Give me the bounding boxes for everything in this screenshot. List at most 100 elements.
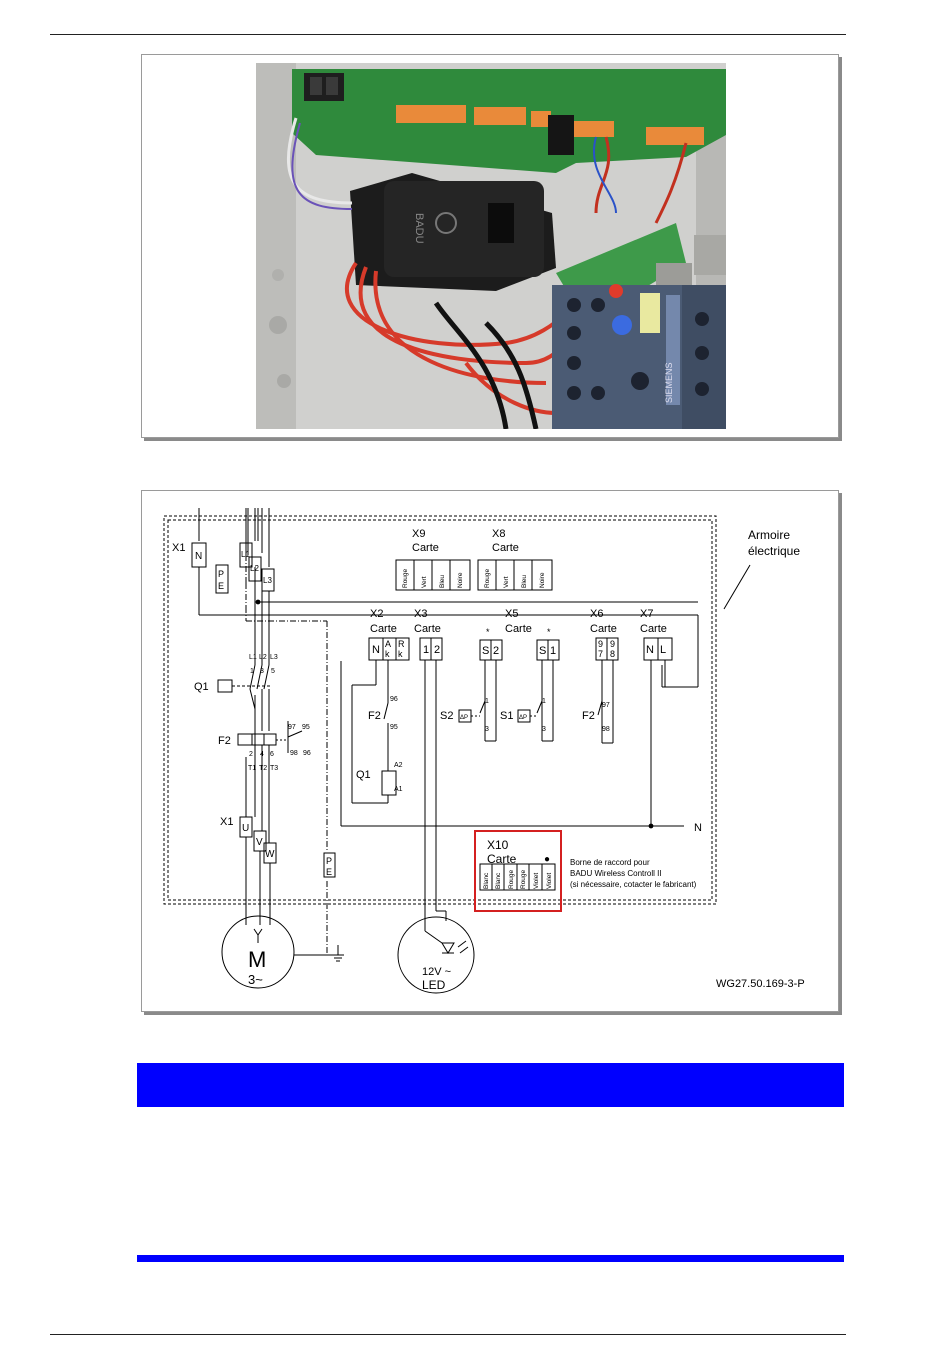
led-voltage: 12V ~ <box>422 966 451 978</box>
control-board-photo: BADU SIEMENS <box>256 63 726 429</box>
footer-rule <box>50 1334 846 1335</box>
f2-label-x2: F2 <box>368 710 381 722</box>
x6-term-9b: 9 <box>610 639 615 649</box>
l2-terminal: L2 <box>250 564 259 573</box>
x1-label-top: X1 <box>172 542 185 554</box>
cabinet-label-line1: Armoire <box>748 528 790 542</box>
neutral-label: N <box>694 822 702 834</box>
q1-pin-l1: L1 <box>249 654 257 661</box>
x8-wire-2: Vert <box>503 576 510 588</box>
s2-label: S2 <box>440 710 453 722</box>
contactor-brand-label: SIEMENS <box>664 362 674 403</box>
x8-wire-1: Rouge <box>484 568 491 588</box>
x5-star-2: * <box>547 627 551 637</box>
x6-name: X6 <box>590 608 603 620</box>
x5-card: Carte <box>505 623 532 635</box>
x10-wire-4: Rouge <box>520 869 527 889</box>
x5-term-s-b: S <box>539 645 546 657</box>
x7-term-n: N <box>646 644 654 656</box>
q1-coil-a2: A2 <box>394 762 403 769</box>
x5-term-2: 2 <box>493 645 499 657</box>
x10-wire-1: Blanc <box>483 872 490 889</box>
pe-terminal-p: P <box>218 569 224 579</box>
photo-frame: BADU SIEMENS <box>141 54 839 438</box>
x10-card: Carte <box>487 852 517 866</box>
section-divider-bar <box>137 1255 844 1262</box>
x1-label-motor: X1 <box>220 816 233 828</box>
x10-wire-6: Violet <box>546 873 553 889</box>
cabinet-label-line2: électrique <box>748 544 800 558</box>
x10-note-line1: Borne de raccord pour <box>570 858 650 867</box>
header-rule <box>50 34 846 35</box>
s2-pin-3: 3 <box>485 726 489 733</box>
pe-terminal-right-p: P <box>326 856 332 866</box>
x2-term-n: N <box>372 644 380 656</box>
x10-wire-5: Violet <box>533 873 540 889</box>
terminal-v: V <box>256 837 263 848</box>
q1-label-coil: Q1 <box>356 769 371 781</box>
x10-highlight-box <box>474 830 562 912</box>
x8-name: X8 <box>492 528 505 540</box>
x3-term-2: 2 <box>434 644 440 656</box>
terminal-u: U <box>242 823 249 834</box>
x9-name: X9 <box>412 528 425 540</box>
pe-terminal-e: E <box>218 581 224 591</box>
s1-pin-3: 3 <box>542 726 546 733</box>
x10-note-line3: (si nécessaire, cotacter le fabricant) <box>570 880 697 889</box>
x3-name: X3 <box>414 608 427 620</box>
x6-term-7: 7 <box>598 649 603 659</box>
x3-term-1: 1 <box>423 644 429 656</box>
f2-aux-95: 95 <box>302 724 310 731</box>
section-banner <box>137 1063 844 1107</box>
x3-card: Carte <box>414 623 441 635</box>
x2-name: X2 <box>370 608 383 620</box>
x6-contact-98: 98 <box>602 726 610 733</box>
f2-pin-t2: T2 <box>259 765 267 772</box>
s1-label: S1 <box>500 710 513 722</box>
x8-card: Carte <box>492 542 519 554</box>
x5-term-s-a: S <box>482 645 489 657</box>
s2-pin-1: 1 <box>485 698 489 705</box>
s2-dp: ΔP <box>460 715 468 721</box>
x6-card: Carte <box>590 623 617 635</box>
terminal-w: W <box>265 849 275 860</box>
l1-terminal: L1 <box>241 550 250 559</box>
f2-pin-t3: T3 <box>270 765 278 772</box>
x9-wire-2: Vert <box>421 576 428 588</box>
drawing-reference: WG27.50.169-3-P <box>716 978 805 990</box>
wiring-diagram: X9 Carte X8 Carte Armoire électrique X1 … <box>163 508 805 994</box>
f2-pin-2: 2 <box>249 751 253 758</box>
s1-pin-1: 1 <box>542 698 546 705</box>
l3-terminal: L3 <box>263 576 272 585</box>
x9-wire-4: Noire <box>457 572 464 588</box>
q1-pin-l2: L2 <box>259 654 267 661</box>
x9-wire-1: Rouge <box>402 568 409 588</box>
f2-aux-96: 96 <box>303 750 311 757</box>
n-terminal: N <box>195 551 202 562</box>
f2-pin-4: 4 <box>260 751 264 758</box>
f2-contact-96: 96 <box>390 696 398 703</box>
q1-pin-l3: L3 <box>270 654 278 661</box>
f2-pin-t1: T1 <box>248 765 256 772</box>
x6-term-9a: 9 <box>598 639 603 649</box>
x10-wire-3: Rouge <box>508 869 515 889</box>
x6-term-8: 8 <box>610 649 615 659</box>
x2-term-a: A <box>385 639 391 649</box>
wiring-diagram-frame: X9 Carte X8 Carte Armoire électrique X1 … <box>141 490 839 1012</box>
pe-terminal-right-e: E <box>326 867 332 877</box>
x6-contact-97: 97 <box>602 702 610 709</box>
f2-aux-97: 97 <box>288 724 296 731</box>
x2-term-k2: k <box>398 649 403 659</box>
x7-name: X7 <box>640 608 653 620</box>
motor-letter: M <box>248 947 266 972</box>
module-brand-label: BADU <box>413 213 425 244</box>
x7-term-l: L <box>660 644 666 656</box>
f2-label-main: F2 <box>218 735 231 747</box>
x2-card: Carte <box>370 623 397 635</box>
x5-star-1: * <box>486 627 490 637</box>
f2-pin-6: 6 <box>270 751 274 758</box>
f2-aux-98: 98 <box>290 750 298 757</box>
x9-card: Carte <box>412 542 439 554</box>
x8-wire-3: Bleu <box>521 575 528 588</box>
q1-pin-3: 3 <box>260 668 264 675</box>
